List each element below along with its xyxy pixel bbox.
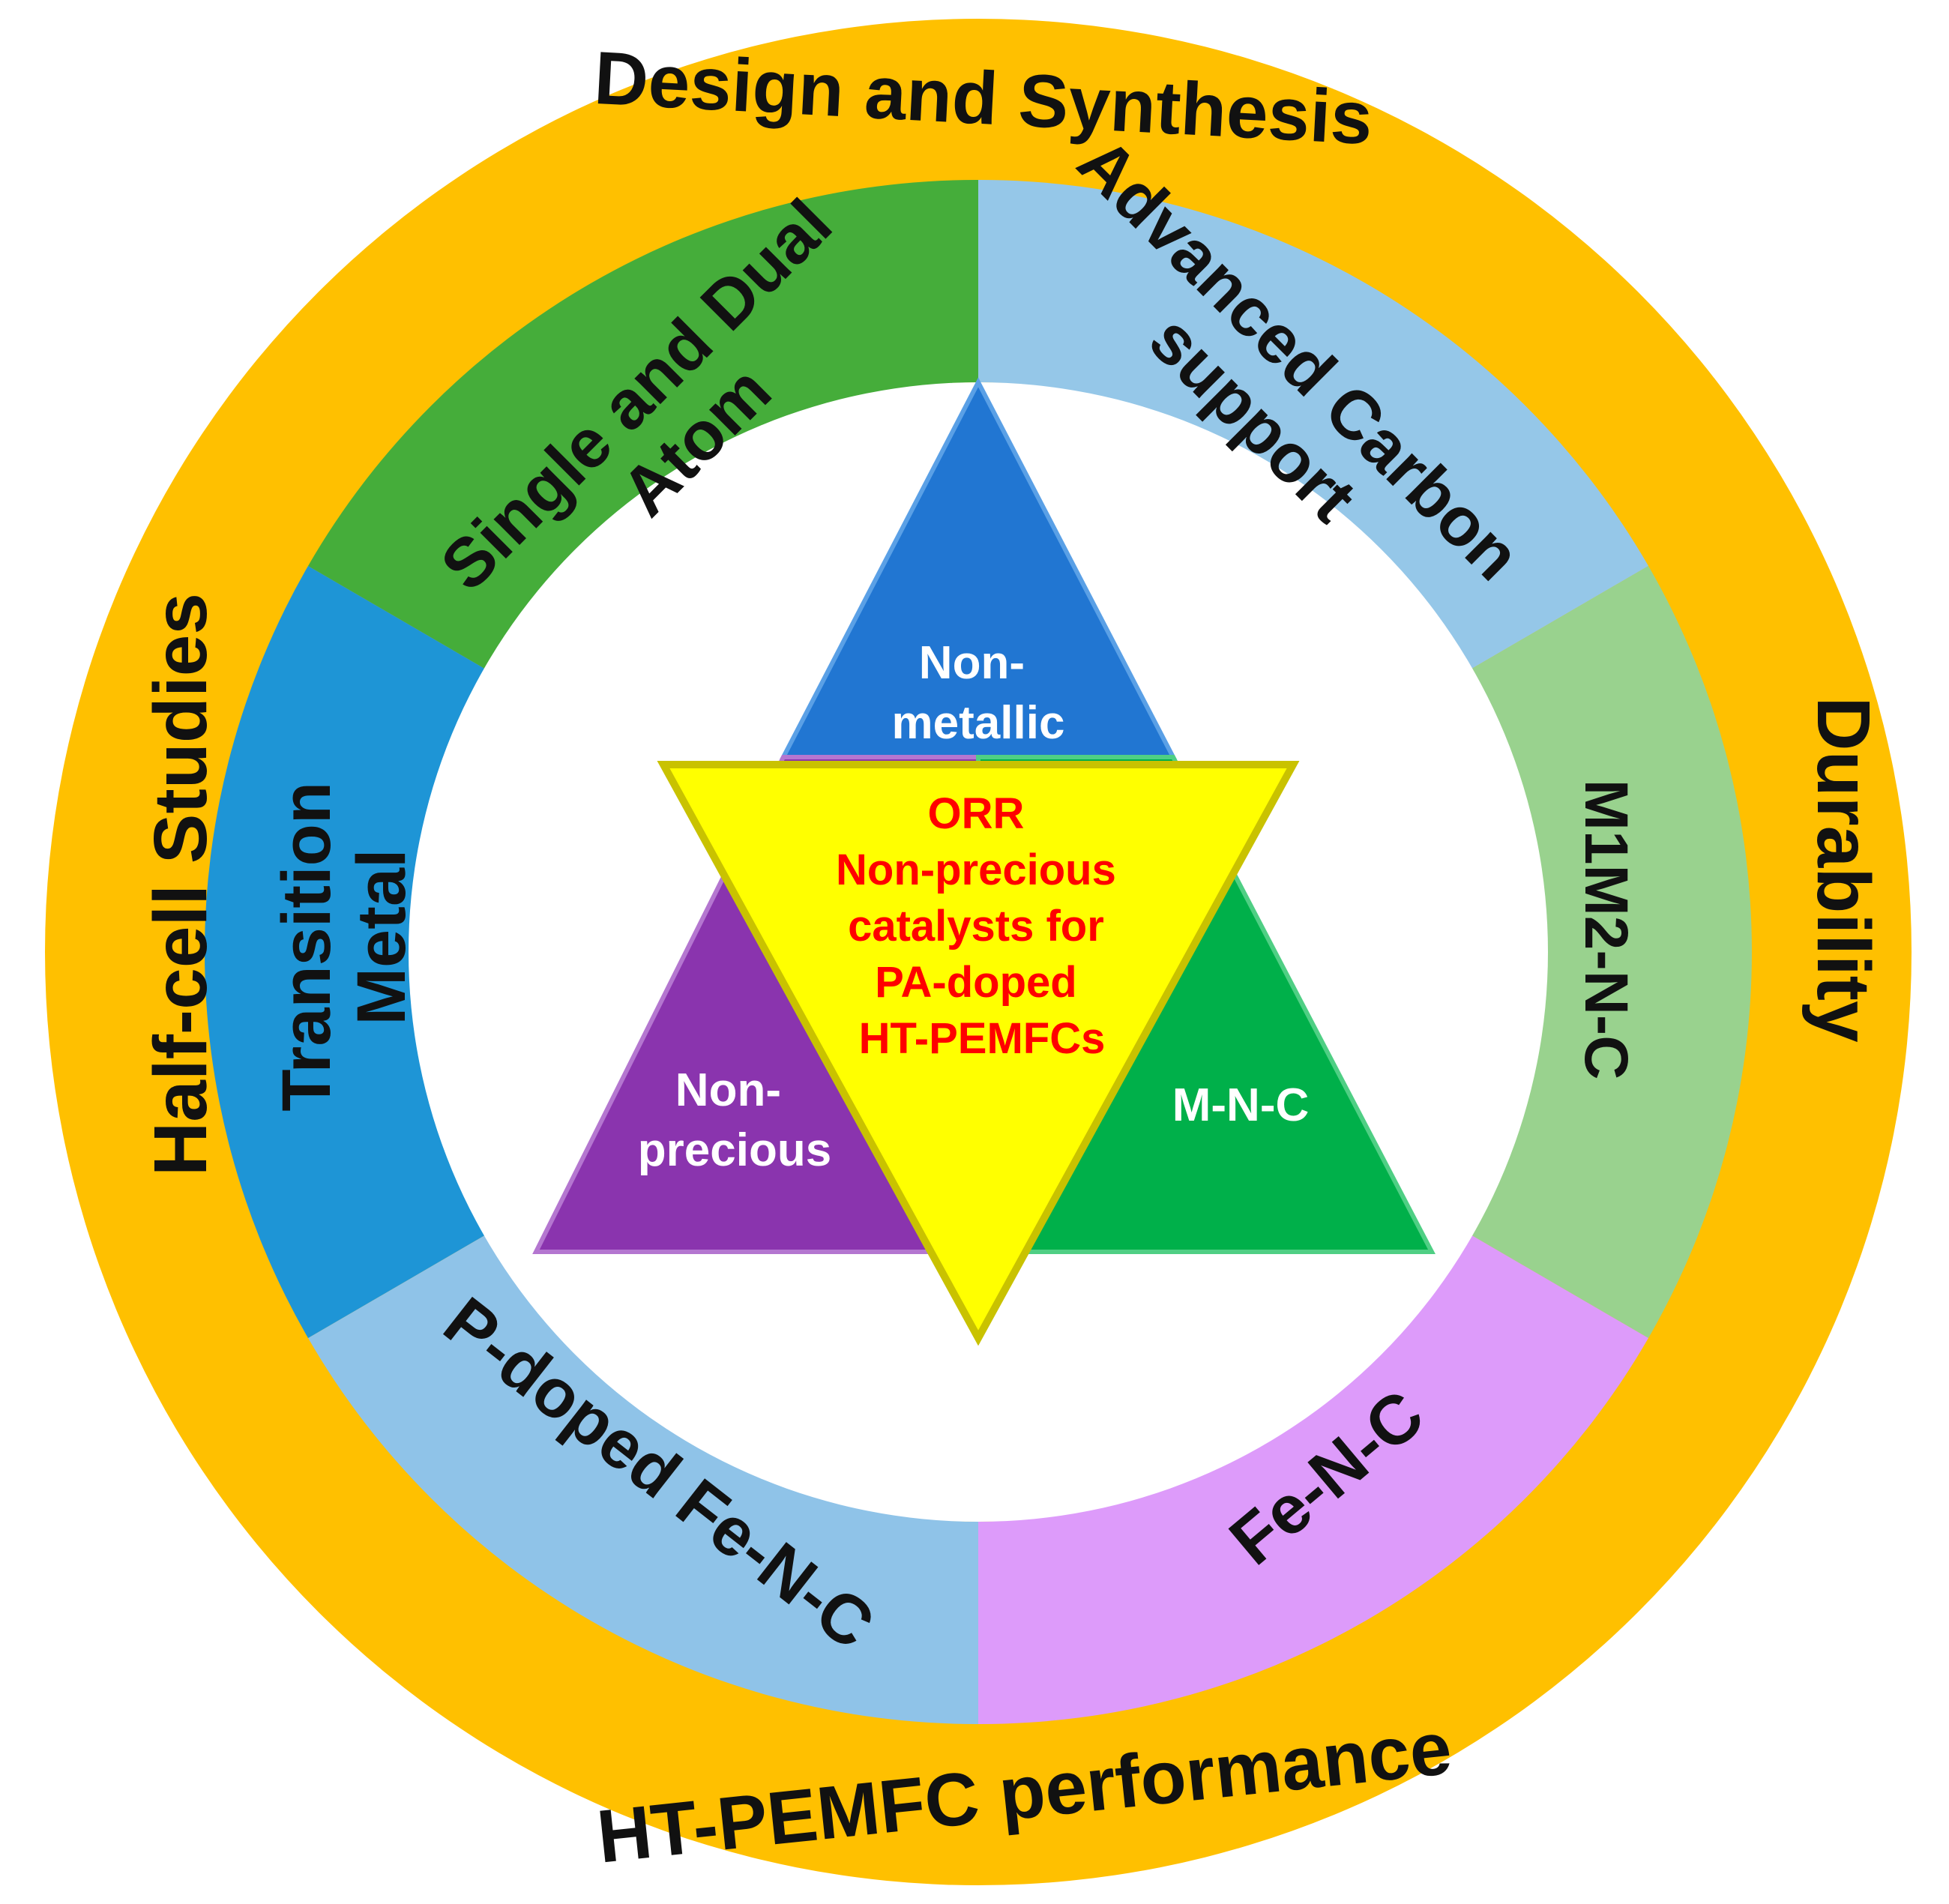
segment-fenc [978,1234,1648,1725]
outer-label-left: Half-cell Studies [139,593,223,1176]
label-nonprecious: Non- precious [638,1064,831,1176]
center-text: ORR Non-precious catalysts for PA-doped … [836,789,1128,1063]
label-mnc: M-N-C [1172,1079,1310,1131]
segment-transition-metal [205,566,487,1338]
segment-m1m2nc [1469,566,1752,1338]
outer-label-right: Durability [1801,696,1885,1043]
segment-single-dual-atom [308,179,978,671]
segment-ring [205,179,1752,1725]
segment-label-transition: Transition Metal [268,762,420,1111]
segment-pdoped-fenc [308,1234,978,1725]
label-nonmetallic: Non- metallic [892,637,1065,749]
segment-label-m1m2nc: M1M2-N-C [1572,780,1640,1080]
segment-advanced-carbon [978,179,1648,671]
center-triangle [657,761,1300,1346]
